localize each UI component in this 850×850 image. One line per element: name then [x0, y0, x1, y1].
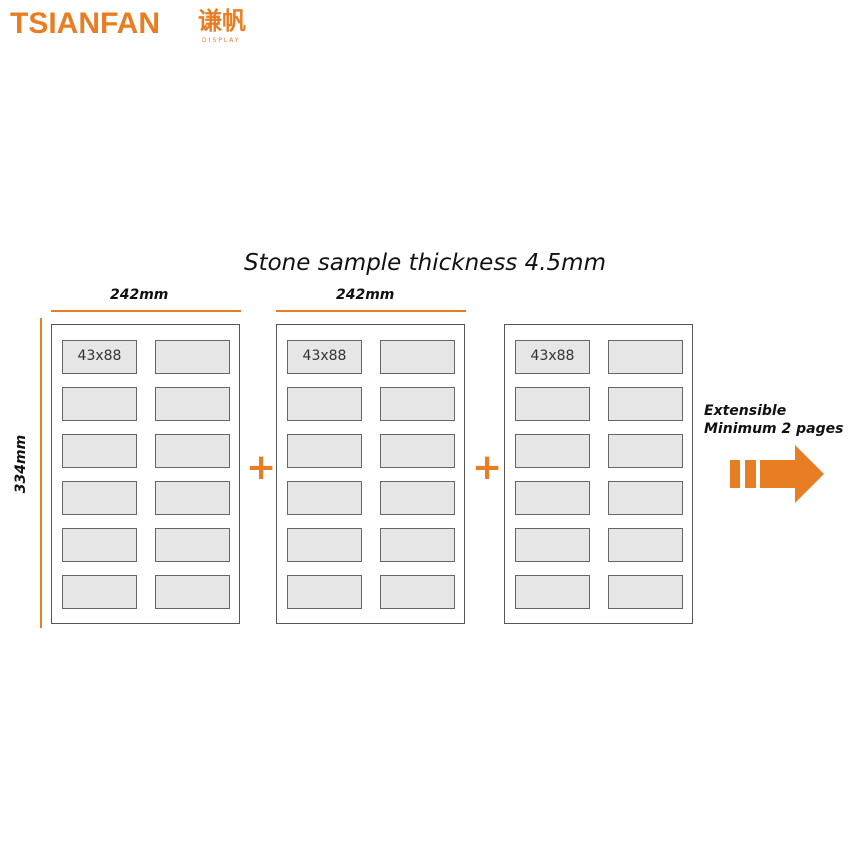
sample-slot: [515, 528, 590, 562]
sample-slot: [62, 481, 137, 515]
sample-slot: [380, 575, 455, 609]
sample-slot: [62, 528, 137, 562]
extensible-line1: Extensible: [704, 403, 787, 419]
logo-text: TSIANFAN: [10, 7, 160, 40]
sample-slot: [380, 528, 455, 562]
sample-slot: [287, 434, 362, 468]
extensible-note: Extensible Minimum 2 pages: [704, 402, 843, 438]
sample-slot: [380, 434, 455, 468]
sample-slot: [608, 340, 683, 374]
sample-slot: [155, 340, 230, 374]
height-label: 334mm: [13, 434, 30, 494]
width-line-1: [51, 310, 241, 312]
sample-slot: [608, 434, 683, 468]
sample-slot: [608, 387, 683, 421]
sample-slot: [287, 481, 362, 515]
plus-sign-2: +: [472, 447, 503, 488]
height-line: [40, 318, 42, 628]
sample-slot: [608, 575, 683, 609]
sample-slot: [62, 434, 137, 468]
sample-slot: [155, 575, 230, 609]
sample-slot: [515, 481, 590, 515]
sample-slot: 43x88: [515, 340, 590, 374]
sample-slot: [287, 387, 362, 421]
logo-chinese: 谦帆: [198, 7, 246, 35]
sample-slot: [155, 387, 230, 421]
width-label-1: 242mm: [110, 287, 169, 303]
sample-slot: 43x88: [287, 340, 362, 374]
sample-slot: [287, 528, 362, 562]
sample-slot: [155, 528, 230, 562]
sample-slot: [287, 575, 362, 609]
logo-subtitle: DISPLAY: [202, 37, 241, 44]
extensible-line2: Minimum 2 pages: [704, 421, 844, 437]
sample-slot: [515, 575, 590, 609]
plus-sign-1: +: [246, 447, 277, 488]
sample-slot: 43x88: [62, 340, 137, 374]
sample-slot: [380, 387, 455, 421]
sample-slot: [380, 340, 455, 374]
diagram-title: Stone sample thickness 4.5mm: [243, 250, 606, 276]
sample-slot: [62, 387, 137, 421]
sample-slot: [515, 387, 590, 421]
arrow-right-icon: [730, 445, 824, 503]
sample-page-1: 43x88: [51, 324, 240, 624]
sample-page-3: 43x88: [504, 324, 693, 624]
width-label-2: 242mm: [336, 287, 395, 303]
width-line-2: [276, 310, 466, 312]
sample-slot: [155, 481, 230, 515]
sample-slot: [608, 481, 683, 515]
sample-slot: [380, 481, 455, 515]
sample-slot: [608, 528, 683, 562]
sample-slot: [62, 575, 137, 609]
sample-slot: [155, 434, 230, 468]
sample-page-2: 43x88: [276, 324, 465, 624]
sample-slot: [515, 434, 590, 468]
